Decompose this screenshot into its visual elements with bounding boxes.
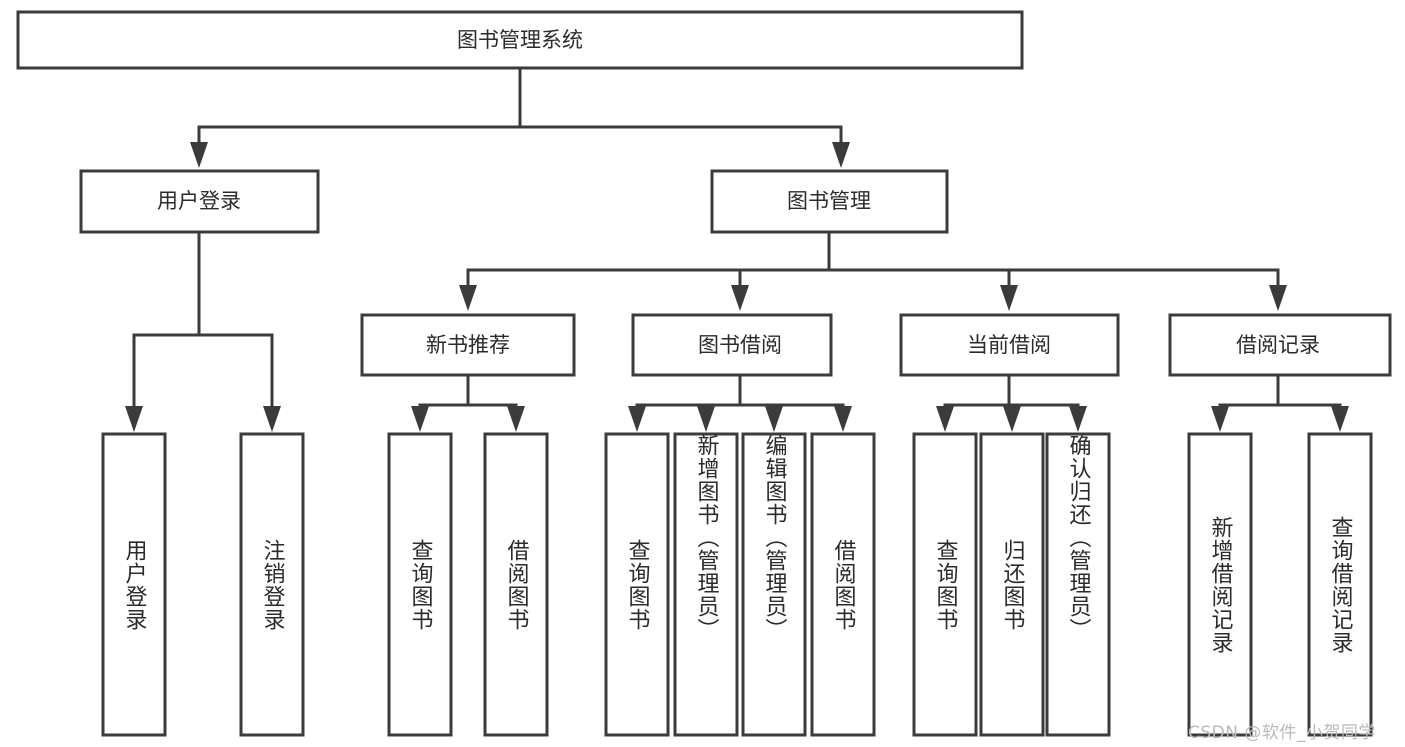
leaf-user-login-1[interactable] — [239, 432, 305, 737]
leaf-book-borrow-3[interactable] — [810, 432, 876, 737]
node-current-borrow-label: 当前借阅 — [967, 333, 1051, 357]
connector-root-to-level2 — [190, 66, 850, 168]
node-book-manage[interactable]: 图书管理 — [710, 169, 949, 234]
node-new-book-recommend-label: 新书推荐 — [426, 333, 510, 357]
connector-borrow-record-to-leaves — [1211, 373, 1349, 432]
node-user-login-label: 用户登录 — [157, 189, 241, 213]
leaf-book-borrow-0[interactable] — [604, 432, 670, 737]
connector-new-book-to-leaves — [411, 373, 525, 432]
node-current-borrow[interactable]: 当前借阅 — [899, 313, 1120, 377]
leaf-book-borrow-2[interactable] — [741, 432, 807, 737]
node-book-manage-label: 图书管理 — [787, 189, 871, 213]
leaf-current-borrow-1[interactable] — [979, 432, 1045, 737]
node-root-label: 图书管理系统 — [457, 28, 583, 52]
leaf-current-borrow-0[interactable] — [912, 432, 978, 737]
leaf-book-borrow-1[interactable] — [673, 432, 739, 737]
leaf-borrow-record-1[interactable] — [1307, 432, 1373, 737]
node-book-borrow[interactable]: 图书借阅 — [631, 313, 833, 377]
node-new-book-recommend[interactable]: 新书推荐 — [360, 313, 576, 377]
connector-book-borrow-to-leaves — [628, 373, 852, 432]
node-borrow-record-label: 借阅记录 — [1236, 333, 1320, 357]
leaf-user-login-0[interactable] — [101, 432, 167, 737]
node-borrow-record[interactable]: 借阅记录 — [1168, 313, 1392, 377]
leaf-current-borrow-2[interactable] — [1045, 432, 1111, 737]
leaf-borrow-record-0[interactable] — [1187, 432, 1253, 737]
connector-book-manage-to-level3 — [459, 230, 1287, 311]
leaf-new-book-0[interactable] — [387, 432, 453, 737]
connector-user-login-to-leaves — [125, 230, 281, 432]
node-book-borrow-label: 图书借阅 — [698, 333, 782, 357]
node-root[interactable]: 图书管理系统 — [16, 10, 1024, 70]
leaf-new-book-1[interactable] — [483, 432, 549, 737]
watermark: CSDN @软件_小贺同学 — [1188, 723, 1376, 743]
node-user-login[interactable]: 用户登录 — [79, 169, 320, 234]
connector-current-borrow-to-leaves — [936, 373, 1087, 432]
